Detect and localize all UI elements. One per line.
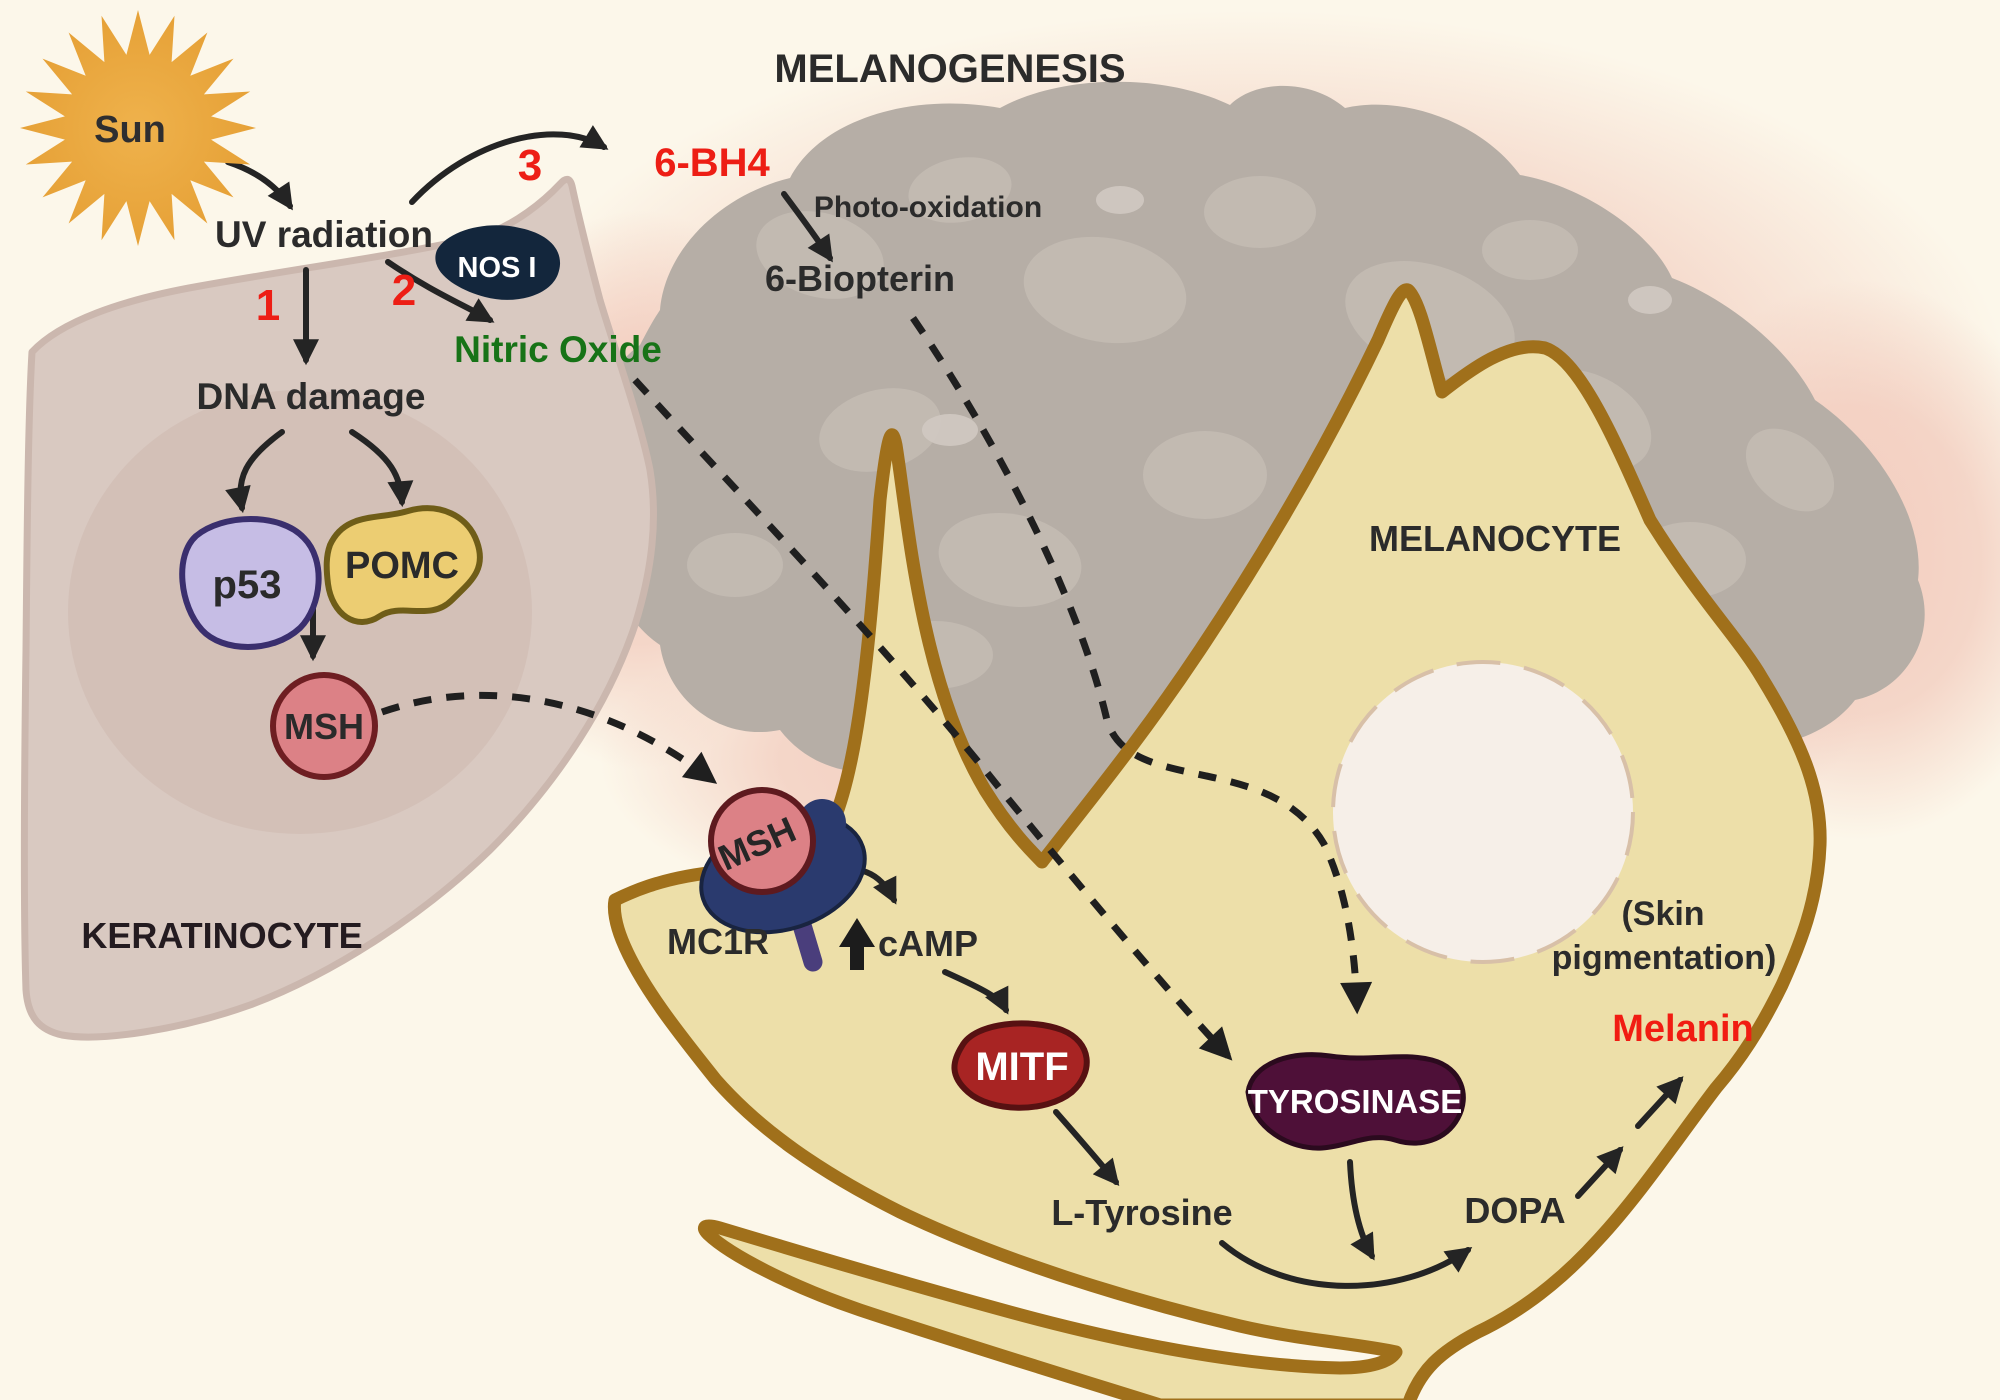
- step1-number: 1: [256, 281, 280, 330]
- mc1r-label: MC1R: [667, 921, 769, 962]
- diagram-title: MELANOGENESIS: [774, 47, 1125, 91]
- tyrosinase-blob: [1245, 1052, 1466, 1151]
- dashed-arrow-msh-to-receptor: [380, 691, 718, 784]
- mitf-blob: [951, 1020, 1090, 1111]
- l-tyrosine-label: L-Tyrosine: [1051, 1192, 1232, 1233]
- arrow-mitf-to-ltyrosine: [1053, 1109, 1120, 1187]
- arrow-dna-to-p53: [225, 429, 285, 514]
- arrow-dopa-to-melanin-1: [1575, 1146, 1624, 1199]
- melanin-cloud-highlights: [922, 186, 1672, 446]
- p53-protein: p53: [179, 516, 322, 650]
- dopa-label: DOPA: [1464, 1190, 1565, 1231]
- nos1-enzyme: NOS I: [435, 225, 561, 300]
- photo-oxidation-label: Photo-oxidation: [814, 191, 1042, 224]
- sun-rays: [20, 10, 256, 246]
- pomc-blob: [323, 505, 483, 625]
- nos1-blob: [435, 225, 561, 300]
- arrow-dna-to-pomc: [349, 429, 414, 508]
- dashed-arrow-biopterin-to-tyrosinase: [910, 316, 1373, 1015]
- dashed-arrow-nitric-oxide-to-tyrosinase: [632, 377, 1233, 1061]
- biopterin-label: 6-Biopterin: [765, 258, 955, 299]
- arrow-tyrosinase-down: [1347, 1159, 1375, 1261]
- arrow-uv-to-bh4: [409, 125, 609, 205]
- msh-keratinocyte-label: MSH: [284, 706, 364, 747]
- arrow-dopa-to-melanin-2: [1635, 1076, 1684, 1129]
- camp-up-arrow-icon: [839, 918, 875, 970]
- step3-number: 3: [518, 141, 542, 190]
- skin-pigmentation-line2: pigmentation): [1552, 939, 1777, 977]
- melanocyte-cell: [607, 283, 1827, 1400]
- tyrosinase-label: TYROSINASE: [1248, 1083, 1463, 1120]
- bh4-label: 6-BH4: [654, 141, 770, 185]
- pomc-protein: POMC: [323, 505, 483, 625]
- sun-label: Sun: [94, 109, 166, 151]
- p53-label: p53: [213, 563, 282, 607]
- mitf-protein: MITF: [951, 1020, 1090, 1111]
- melanocyte-nucleus: [1331, 660, 1635, 964]
- arrow-camp-to-mitf: [942, 969, 1009, 1015]
- dashed-arrows: [380, 316, 1373, 1061]
- keratinocyte-label: KERATINOCYTE: [81, 915, 362, 956]
- pomc-label: POMC: [345, 545, 459, 587]
- tyrosinase-enzyme: TYROSINASE: [1245, 1052, 1466, 1151]
- camp-label: cAMP: [878, 923, 978, 964]
- mitf-label: MITF: [975, 1045, 1068, 1089]
- melanin-label: Melanin: [1612, 1008, 1753, 1050]
- sun: Sun: [20, 10, 256, 246]
- arrow-uv-to-nitric-oxide: [385, 259, 495, 323]
- dna-damage-label: DNA damage: [197, 376, 426, 417]
- arrow-bh4-to-biopterin: [781, 191, 833, 263]
- melanocyte-membrane: [607, 283, 1827, 1400]
- arrow-ltyrosine-to-dopa: [1219, 1240, 1473, 1289]
- nos1-label: NOS I: [458, 252, 537, 284]
- p53-blob: [179, 516, 322, 650]
- msh-ligand-ball: [708, 787, 816, 895]
- msh-circle: [270, 672, 378, 780]
- step2-number: 2: [392, 266, 416, 315]
- skin-pigmentation-line1: (Skin: [1621, 895, 1704, 933]
- mc1r-receptor-complex: MSH: [699, 787, 867, 972]
- uv-radiation-label: UV radiation: [215, 214, 433, 255]
- melanocyte-label: MELANOCYTE: [1369, 518, 1621, 559]
- nitric-oxide-label: Nitric Oxide: [454, 329, 662, 370]
- msh-keratinocyte: MSH: [270, 672, 378, 780]
- arrow-sun-to-uv: [225, 159, 293, 211]
